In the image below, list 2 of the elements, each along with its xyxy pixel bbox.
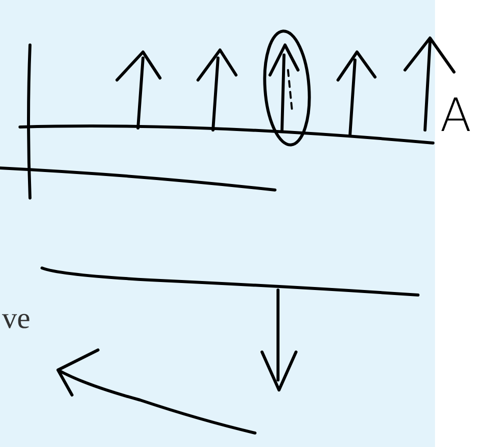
letter-label: A bbox=[440, 92, 472, 138]
text-fragment: ve bbox=[2, 304, 30, 334]
